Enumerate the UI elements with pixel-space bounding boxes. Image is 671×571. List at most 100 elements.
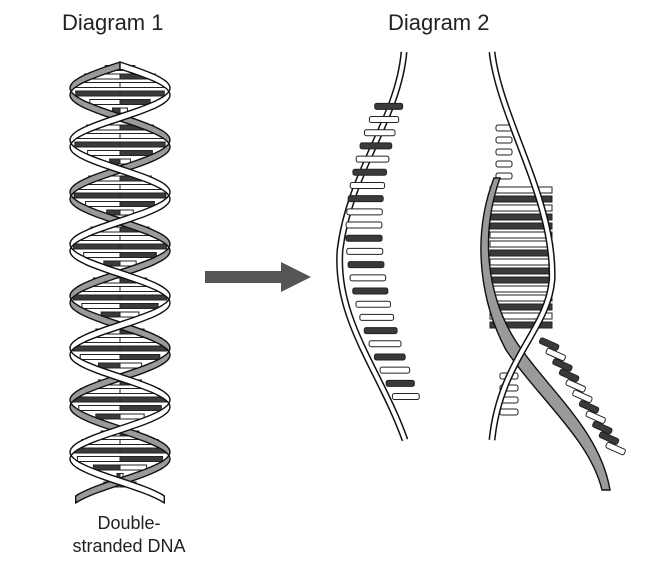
base [363,129,396,137]
base-pair [119,90,165,97]
base [373,353,406,361]
base-pair [489,285,553,293]
base [359,142,393,150]
base-pair [119,99,151,105]
base-pair [119,456,164,462]
base-pair [119,311,140,318]
base-pair [489,276,553,284]
base [545,347,567,362]
base [363,327,398,335]
base-pair [119,396,168,403]
base [585,410,606,424]
base [565,379,586,393]
base-pair [119,150,153,156]
base-pair [81,303,121,309]
double-stranded-dna-helix [69,61,171,504]
base-pair [75,90,121,97]
base-pair [119,413,145,420]
base [572,389,593,403]
base-pair [119,464,148,471]
base-pair [489,240,553,248]
base-pair [92,464,121,471]
base-pair [72,345,121,352]
base [347,261,385,269]
caption-line-2: stranded DNA [72,536,186,556]
dna-backbone-strand [337,51,407,441]
base-pair [73,192,121,199]
base-pair [489,186,553,194]
base-pair [119,345,168,352]
base [499,408,519,416]
base [355,300,391,308]
base-pair [489,267,553,275]
diagram-2-title: Diagram 2 [388,10,490,35]
base-pair [119,354,161,360]
base [385,379,415,387]
base-pair [119,294,168,301]
base-pair [89,99,121,105]
caption-line-1: Double- [97,513,161,533]
base-pair [72,396,121,403]
dna-backbone-strand [69,61,171,504]
base [346,208,383,216]
base [379,366,411,374]
base-pair [87,150,121,156]
base-pair [119,209,134,216]
dna-backbone-strand [490,51,555,441]
base [592,420,613,435]
base [349,274,387,282]
base-pair [72,294,121,301]
base-pair [78,405,121,411]
base [605,441,626,456]
base [368,340,402,348]
base [391,393,420,401]
base [495,148,513,156]
base-pair [95,413,121,420]
base-pair [119,243,167,250]
dna-backbone-strand [480,177,611,491]
base [359,313,395,321]
base-pair [74,141,121,148]
base [352,287,389,295]
base [355,155,390,163]
base [552,358,573,372]
base-pair [119,405,162,411]
right-arrow-icon [205,262,311,292]
base [558,368,580,383]
base-pair [489,249,553,257]
base-pair [489,222,553,230]
base-pair [79,354,121,360]
base [495,136,513,144]
base-pair [119,260,137,267]
base [349,181,386,189]
base-pair [489,258,553,266]
base [345,234,383,242]
base-pair [73,243,121,250]
base-pair [119,141,166,148]
base-pair [76,456,121,462]
base [495,160,513,168]
base [598,431,620,445]
base-pair [119,362,143,369]
base-pair [119,201,155,207]
base [374,102,404,110]
base [538,337,560,351]
base-pair [489,231,553,239]
base [345,221,383,229]
dna-backbone-strand [69,61,171,504]
base [347,195,384,203]
base [368,116,400,124]
base [352,168,387,176]
base-pair [119,192,167,199]
base-pair [83,252,121,258]
base-pair [119,252,157,258]
base-pair [489,312,553,320]
base [346,247,384,255]
dna-caption: Double- stranded DNA [44,512,214,558]
base-pair [119,303,159,309]
base-pair [489,321,553,329]
diagram-1-title: Diagram 1 [62,10,164,35]
base-pair [489,294,553,302]
separated-dna-strand-left [336,51,420,442]
